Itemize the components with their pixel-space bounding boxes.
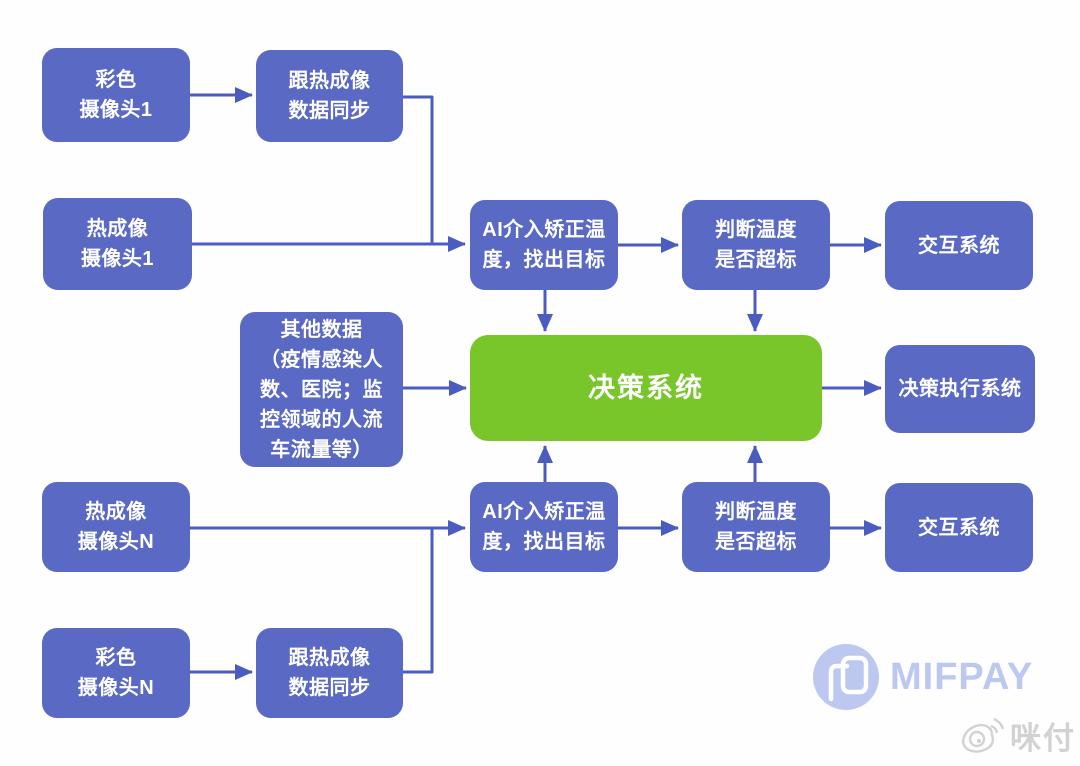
mifpay-logo-text: MIFPAY [890, 655, 1034, 698]
sync-thermal-data-top-node: 跟热成像 数据同步 [256, 50, 403, 142]
edge-sync-thermal-data-top-to-thermal-line-top-junction [403, 95, 434, 244]
thermal-camera-n-node: 热成像 摄像头N [42, 482, 190, 572]
weibo-watermark: 咪付 [958, 708, 1080, 762]
interactive-system-top-node: 交互系统 [885, 201, 1033, 290]
thermal-camera-1-node: 热成像 摄像头1 [43, 198, 192, 290]
watermark-text: 咪付 [1010, 720, 1076, 756]
mifpay-logo-icon [813, 644, 879, 710]
sync-thermal-data-bottom-node: 跟热成像 数据同步 [256, 628, 403, 718]
edge-sync-thermal-data-bottom-to-thermal-line-bottom-junction [403, 529, 434, 674]
edges-group [190, 87, 882, 680]
interactive-system-bottom-node: 交互系统 [885, 483, 1033, 572]
weibo-icon [961, 717, 1005, 753]
judge-temp-bottom-node: 判断温度 是否超标 [682, 482, 830, 572]
color-camera-1-node: 彩色 摄像头1 [42, 48, 190, 142]
ai-correct-temp-top-node: AI介入矫正温 度，找出目标 [470, 200, 618, 290]
decision-exec-system-node: 决策执行系统 [885, 345, 1035, 433]
judge-temp-top-node: 判断温度 是否超标 [682, 200, 830, 290]
decision-system-node: 决策系统 [470, 335, 822, 441]
other-data-node: 其他数据 （疫情感染人 数、医院；监 控领域的人流 车流量等） [240, 312, 403, 467]
color-camera-n-node: 彩色 摄像头N [42, 628, 190, 718]
ai-correct-temp-bottom-node: AI介入矫正温 度，找出目标 [470, 482, 618, 572]
mifpay-logo: MIFPAY [812, 638, 1052, 716]
